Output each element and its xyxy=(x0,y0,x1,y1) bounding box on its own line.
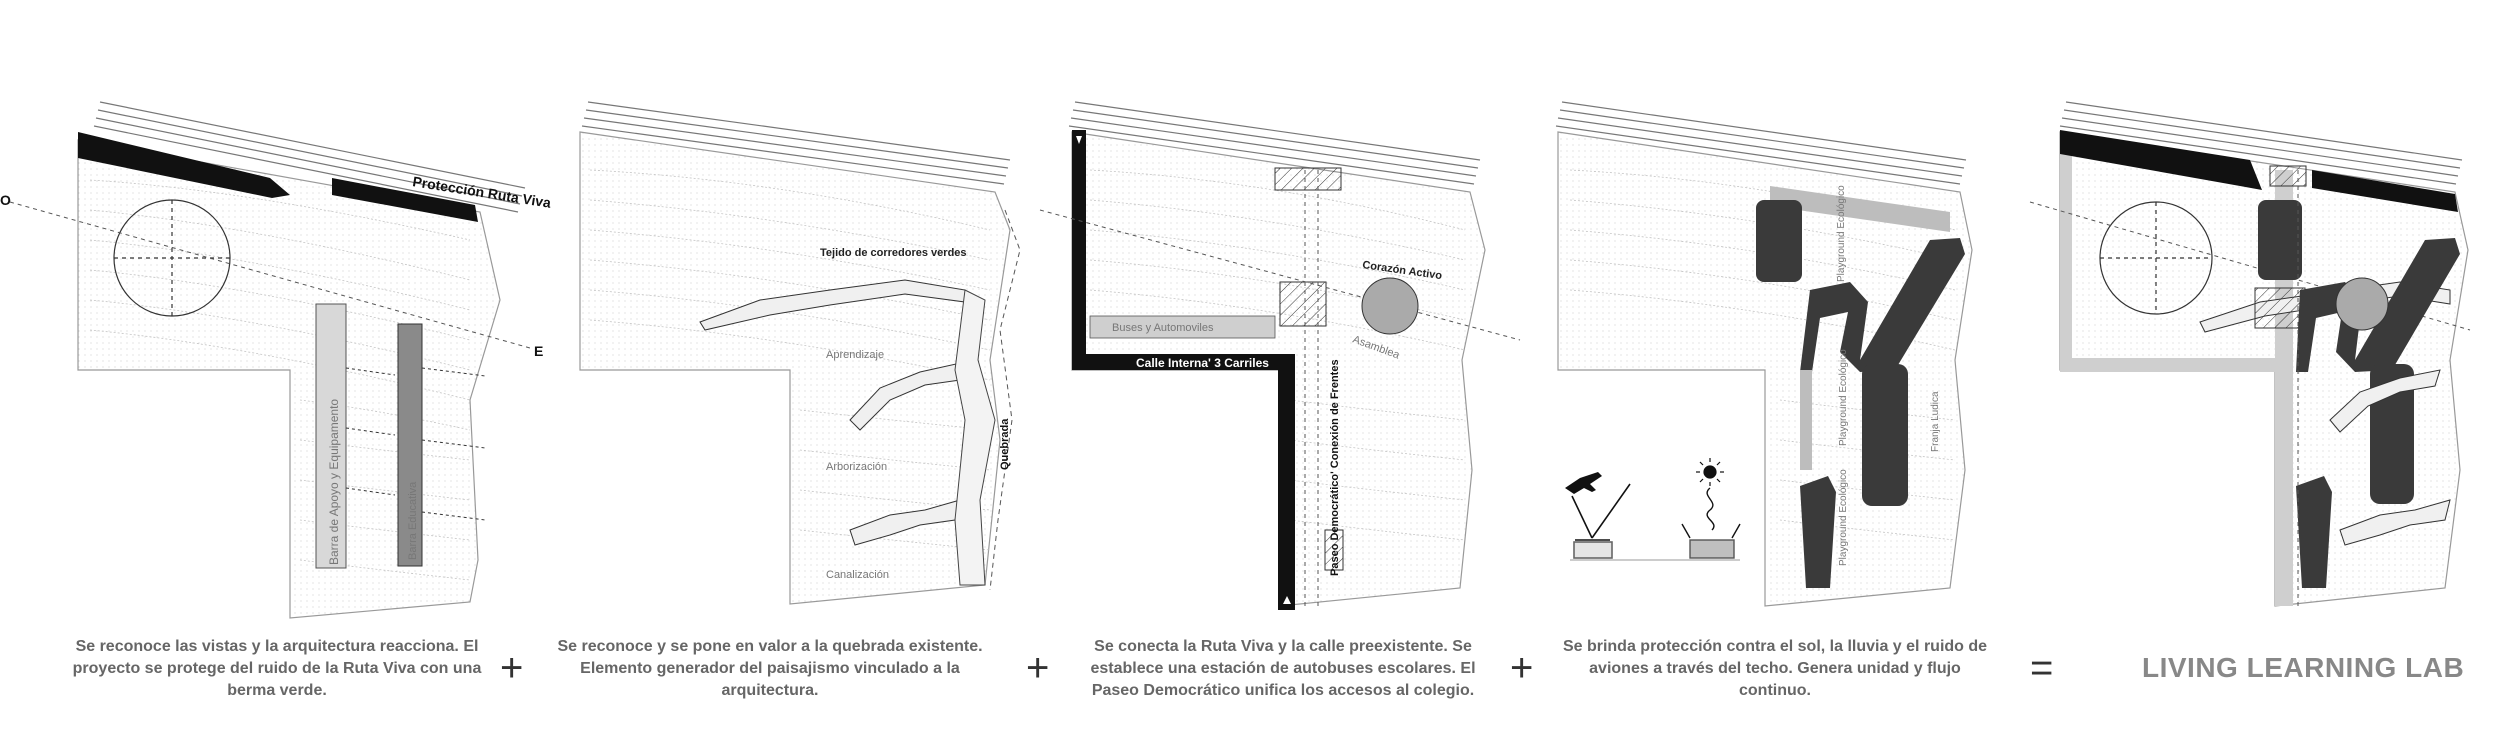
label-barra-educativa: Barra Educativa xyxy=(407,481,419,560)
berm-black-5a xyxy=(2060,130,2262,190)
caption-panel-2: Se reconoce y se pone en valor a la queb… xyxy=(557,638,983,699)
label-quebrada: Quebrada xyxy=(999,418,1011,470)
berm-gray-left xyxy=(2060,138,2072,372)
hatch-top xyxy=(1274,167,1342,191)
dashed-axes-3 xyxy=(1039,170,1521,606)
corazon-activo-circle xyxy=(1361,277,1419,335)
label-barra-apoyo: Barra de Apoyo y Equipamento xyxy=(327,399,341,565)
corridor-5c xyxy=(2339,499,2451,546)
roof-deflection-icon xyxy=(1571,483,1631,559)
arrows-1 xyxy=(345,367,486,521)
sun-icon xyxy=(1696,458,1724,486)
label-playground-1: Playground Ecológico xyxy=(1836,185,1847,282)
label-tejido: Tejido de corredores verdes xyxy=(820,247,967,259)
view-circle xyxy=(113,199,231,317)
roof-bar-gray xyxy=(1800,370,1812,470)
arrow-top xyxy=(1076,136,1082,144)
caption-panel-1: Se reconoce las vistas y la arquitectura… xyxy=(72,638,482,699)
panel-1: Protección Ruta Viva O E Barra de Apoyo … xyxy=(0,101,552,619)
berm-black-left xyxy=(78,132,290,198)
green-corridor-4 xyxy=(954,289,996,586)
site-outline-1 xyxy=(77,139,501,619)
hatch-mid xyxy=(1279,281,1327,327)
caption-panel-4: Se brinda protección contra el sol, la l… xyxy=(1562,638,1988,699)
label-calle: Calle Interna' 3 Carriles xyxy=(1136,356,1269,370)
label-buses: Buses y Automoviles xyxy=(1112,322,1214,334)
contour-lines-3 xyxy=(1089,169,1466,541)
berm-black-5b xyxy=(2312,170,2458,212)
label-canalizacion: Canalización xyxy=(826,569,889,581)
roof-block-mid xyxy=(1862,364,1908,506)
quebrada-shape xyxy=(989,209,1021,591)
road-lines xyxy=(1068,101,1481,185)
roof-block-left xyxy=(1756,200,1802,282)
hatch-5 xyxy=(2254,287,2306,329)
road-lines xyxy=(2059,101,2463,185)
plus-operator-2: + xyxy=(1026,646,1050,690)
buses-area-shape xyxy=(1089,315,1276,339)
label-playground-2: Playground Ecológico xyxy=(1838,349,1849,446)
road-lines xyxy=(1555,101,1967,185)
plus-operator-1: + xyxy=(500,646,524,690)
axis-o-label: O xyxy=(0,192,11,208)
panel-5 xyxy=(2029,101,2471,607)
plus-operator-3: + xyxy=(1510,646,1534,690)
roof-gray-band xyxy=(1770,186,1950,232)
label-arborizacion: Arborización xyxy=(826,461,887,473)
roof-block-left-5 xyxy=(2258,200,2302,280)
berm-gray-bottom xyxy=(2060,358,2280,372)
site-outline-2 xyxy=(579,131,1011,605)
hatch-bottom xyxy=(1324,529,1344,571)
roof-snake-5 xyxy=(2296,238,2460,372)
roof-snake xyxy=(1800,238,1965,372)
roof-block-bottom-5 xyxy=(2296,476,2332,588)
axis-e-label: E xyxy=(534,343,543,359)
view-circle-5 xyxy=(2099,201,2213,315)
road-lines xyxy=(93,101,526,213)
axis-line-oe xyxy=(9,201,531,349)
corridor-5b xyxy=(2329,369,2441,433)
result-title: LIVING LEARNING LAB xyxy=(2142,652,2465,683)
barra-educativa-shape xyxy=(397,323,423,567)
equals-operator: = xyxy=(2030,646,2054,690)
paseo-road-shape xyxy=(1278,354,1295,610)
road-lines xyxy=(581,101,1011,185)
corazon-circle-5 xyxy=(2335,277,2389,331)
label-franja: Franja Ludica xyxy=(1930,391,1941,452)
label-playground-3: Playground Ecológico xyxy=(1838,469,1849,566)
panel-3: Buses y Automoviles Calle Interna' 3 Car… xyxy=(1039,101,1521,610)
heat-deflection-icon xyxy=(1681,487,1741,559)
roof-block-bottom xyxy=(1800,476,1836,588)
berm-black-right xyxy=(332,178,478,222)
label-aprendizaje: Aprendizaje xyxy=(826,349,884,361)
caption-panel-3: Se conecta la Ruta Viva y la calle preex… xyxy=(1090,638,1476,699)
airplane-icon xyxy=(1565,472,1602,494)
arrow-bottom xyxy=(1283,596,1291,604)
barra-apoyo-shape xyxy=(315,303,347,569)
panel-4: Playground Ecológico Playground Ecológic… xyxy=(1555,101,1973,607)
label-paseo: Paseo Democrático' Conexión de Frentes xyxy=(1329,359,1341,576)
hatch-5b xyxy=(2269,165,2307,187)
panel-2: Tejido de corredores verdes Aprendizaje … xyxy=(579,101,1021,605)
